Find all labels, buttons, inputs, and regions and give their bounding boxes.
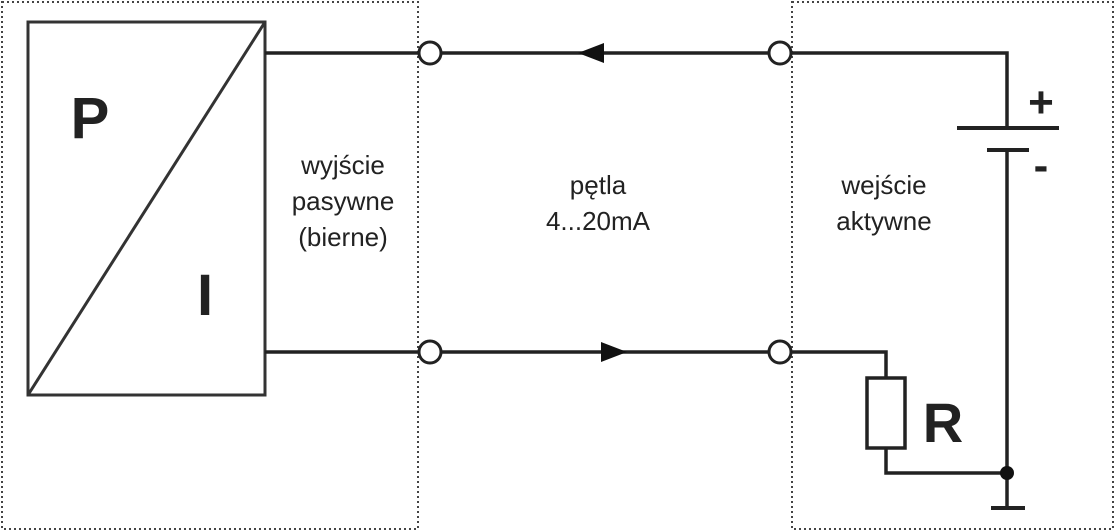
converter-block: P I: [26, 20, 267, 397]
text-labels: wyjście pasywne (bierne) pętla 4...20mA …: [292, 150, 932, 252]
resistor-symbol: R: [865, 376, 963, 454]
active-input-zone: [791, 1, 1114, 530]
battery-minus-label: -: [1034, 141, 1049, 190]
terminal-bottom-right: [767, 339, 793, 365]
wires: [265, 51, 1009, 508]
output-label-line2: pasywne: [292, 186, 395, 216]
battery-plus-label: +: [1028, 78, 1054, 127]
loop-label-line1: pętla: [570, 170, 627, 200]
output-label-line1: wyjście: [300, 150, 385, 180]
passive-output-zone: [1, 1, 419, 530]
terminal-top-right: [767, 40, 793, 66]
junction-dot: [1000, 466, 1014, 480]
converter-i-label: I: [197, 263, 213, 328]
resistor-label: R: [923, 391, 963, 454]
battery-symbol: + -: [957, 78, 1059, 190]
converter-p-label: P: [71, 86, 110, 151]
output-label-line3: (bierne): [298, 222, 388, 252]
terminal-top-left: [417, 40, 443, 66]
arrow-left-icon: [578, 43, 604, 63]
terminals: [417, 40, 793, 365]
arrow-right-icon: [601, 342, 627, 362]
input-label-line2: aktywne: [836, 206, 931, 236]
input-label-line1: wejście: [840, 170, 926, 200]
terminal-bottom-left: [417, 339, 443, 365]
loop-label-line2: 4...20mA: [546, 206, 651, 236]
